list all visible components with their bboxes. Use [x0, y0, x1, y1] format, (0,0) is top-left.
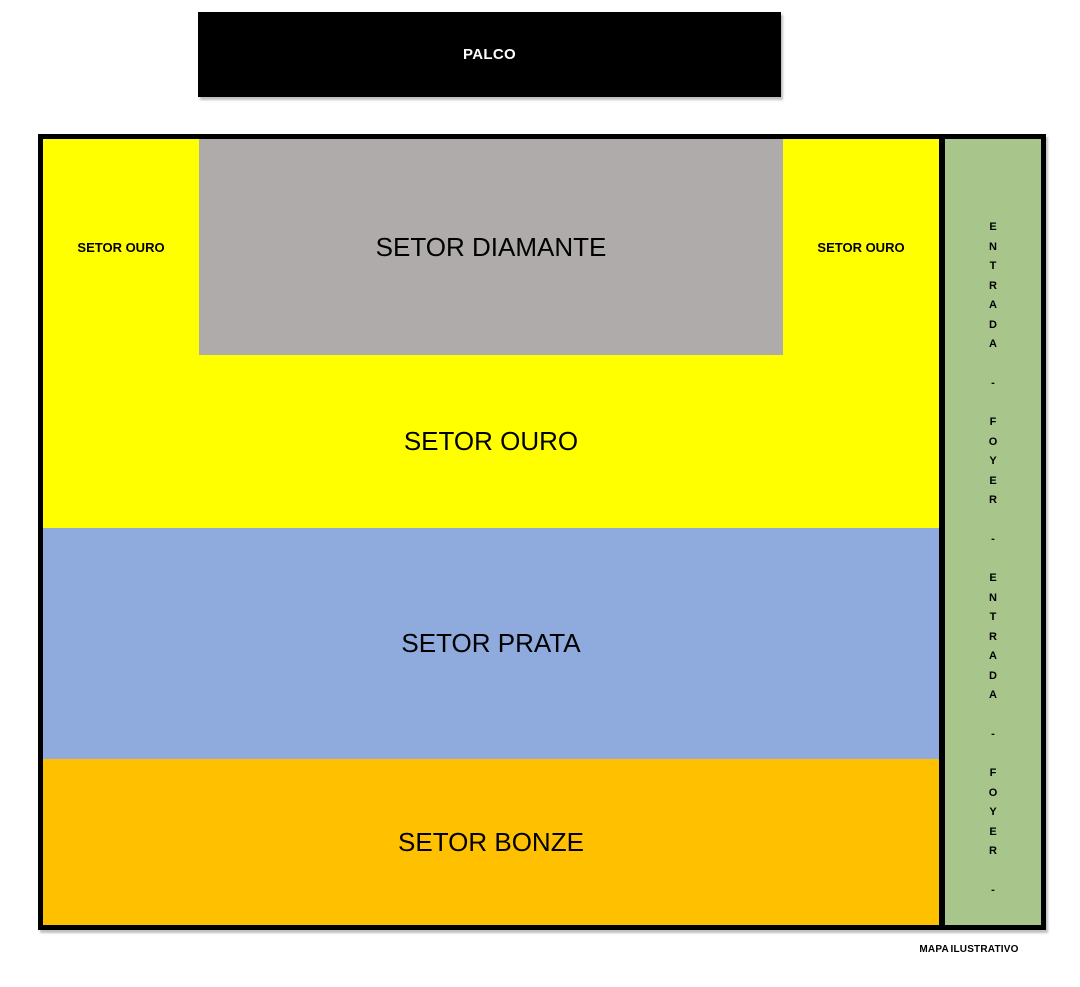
sector-ouro-center: SETOR OURO [43, 355, 939, 528]
sector-prata: SETOR PRATA [43, 528, 939, 759]
sector-prata-label: SETOR PRATA [401, 628, 581, 658]
sectors-area: SETOR OURO SETOR DIAMANTE SETOR OURO SET… [43, 139, 939, 925]
sector-top-row: SETOR OURO SETOR DIAMANTE SETOR OURO [43, 139, 939, 355]
entrance-foyer-vertical-text: E N T R A D A - F O Y E R - E N T R A D … [988, 221, 998, 896]
sector-diamante: SETOR DIAMANTE [199, 139, 783, 355]
sector-ouro-right: SETOR OURO [783, 139, 939, 355]
sector-ouro-left: SETOR OURO [43, 139, 199, 355]
sector-ouro-section: SETOR OURO SETOR DIAMANTE SETOR OURO SET… [43, 139, 939, 528]
sector-diamante-label: SETOR DIAMANTE [375, 231, 607, 262]
stage-palco: PALCO [198, 12, 781, 97]
sector-ouro-label: SETOR OURO [403, 426, 579, 456]
sector-bronze-label: SETOR BONZE [398, 826, 584, 857]
sector-bronze: SETOR BONZE [43, 759, 939, 925]
entrance-foyer-strip: E N T R A D A - F O Y E R - E N T R A D … [939, 139, 1041, 925]
map-footnote: MAPA ILUSTRATIVO [919, 944, 1019, 955]
stage-label: PALCO [463, 46, 516, 63]
venue-map: SETOR OURO SETOR DIAMANTE SETOR OURO SET… [38, 134, 1046, 930]
sector-ouro-right-label: SETOR OURO [817, 239, 905, 255]
sector-ouro-left-label: SETOR OURO [77, 239, 165, 255]
